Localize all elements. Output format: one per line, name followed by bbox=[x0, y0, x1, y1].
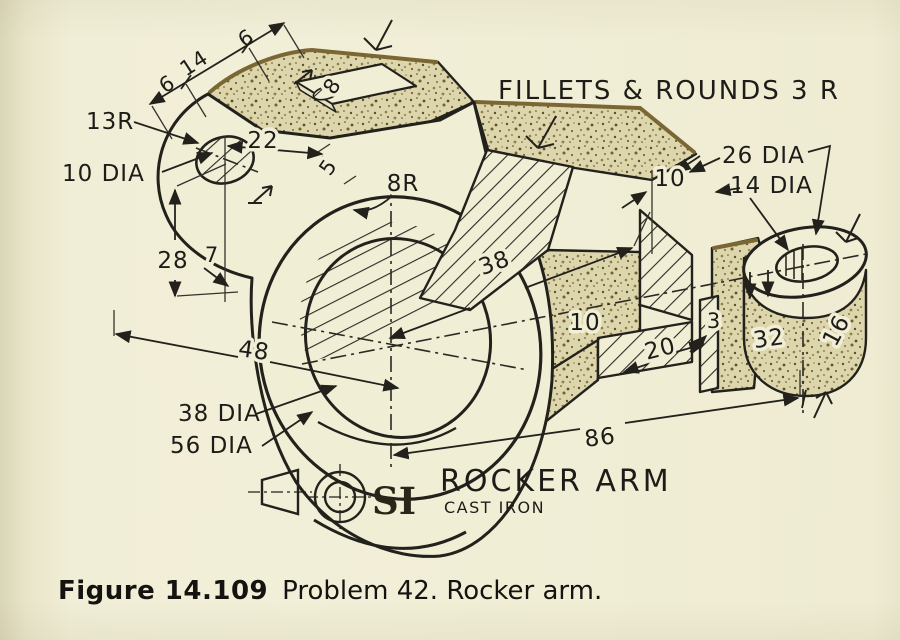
hub-bottom-rim-arc bbox=[313, 518, 467, 550]
surface-mark-slot bbox=[293, 69, 313, 85]
dim-14dia: 14 DIA bbox=[730, 173, 813, 199]
dim-8r: 8R bbox=[387, 171, 420, 197]
figure-caption: Figure 14.109 Problem 42. Rocker arm. bbox=[58, 576, 878, 606]
dim-chain-line bbox=[148, 22, 286, 105]
t-section-flange-face bbox=[596, 320, 694, 380]
leader-26dia-right bbox=[807, 144, 832, 236]
si-symbol: SI bbox=[372, 479, 416, 523]
fillet-mark-mid bbox=[525, 115, 557, 149]
dim-22 bbox=[226, 140, 324, 160]
dim-26dia: 26 DIA bbox=[722, 143, 805, 169]
bore-inner-surface-arc bbox=[317, 420, 457, 446]
boss-cylinder-side bbox=[742, 268, 868, 398]
surface-mark-left-face bbox=[248, 185, 273, 204]
leader-8r bbox=[352, 195, 393, 220]
figure-caption-label: Figure 14.109 bbox=[58, 576, 269, 606]
dim-chain-6a: 6 bbox=[155, 70, 180, 98]
fillet-mark-boss-top bbox=[835, 213, 861, 243]
leader-10dia bbox=[161, 152, 214, 173]
dim-10-web: 10 bbox=[569, 310, 600, 336]
dim-chain-6b: 6 bbox=[234, 24, 259, 52]
leader-7 bbox=[203, 267, 230, 287]
hub-horizontal-centerline bbox=[271, 321, 529, 371]
left-hole-centerline bbox=[195, 147, 259, 173]
slot-hole-break bbox=[312, 85, 340, 101]
note-fillets: FILLETS & ROUNDS 3 R bbox=[498, 76, 840, 106]
hub-outer-ellipse bbox=[257, 195, 543, 501]
dimension-lines bbox=[114, 22, 832, 460]
dim-13r: 13R bbox=[86, 109, 134, 135]
dim-38dia: 38 DIA bbox=[178, 401, 261, 427]
leader-14dia bbox=[749, 197, 789, 252]
dim-10dia: 10 DIA bbox=[62, 161, 145, 187]
connector-cut-sliver bbox=[698, 294, 720, 394]
dim-3: 3 bbox=[707, 309, 721, 333]
leader-56dia bbox=[261, 411, 314, 447]
part-material: CAST IRON bbox=[444, 498, 545, 517]
dim-48: 48 bbox=[237, 336, 272, 366]
leader-26dia-left bbox=[688, 157, 721, 173]
fillet-mark-top bbox=[363, 19, 393, 51]
dim-10-top: 10 bbox=[654, 166, 685, 192]
part-name: ROCKER ARM bbox=[440, 464, 672, 499]
projection-cone bbox=[260, 468, 300, 516]
hub bbox=[257, 195, 543, 550]
figure-caption-text: Problem 42. Rocker arm. bbox=[282, 576, 603, 606]
dim-28: 28 bbox=[157, 248, 188, 274]
dim-32: 32 bbox=[752, 324, 787, 354]
rocker-arm-technical-drawing: FILLETS & ROUNDS 3 R 6 14 6 8 13R 10 DIA… bbox=[62, 19, 868, 558]
dim-22: 22 bbox=[247, 128, 278, 154]
boss-hole-14dia bbox=[775, 245, 839, 283]
dim-7: 7 bbox=[205, 243, 219, 267]
dim-56dia: 56 DIA bbox=[170, 433, 253, 459]
leader-13r bbox=[133, 121, 200, 145]
projection-symbol bbox=[248, 464, 374, 531]
hub-bore-hatch bbox=[299, 221, 478, 362]
leader-38dia bbox=[255, 384, 338, 415]
dim-chain-14: 14 bbox=[176, 45, 213, 81]
dim-86: 86 bbox=[583, 423, 617, 453]
section-cut-faces bbox=[418, 148, 720, 394]
upper-arm-cut-face bbox=[418, 148, 575, 312]
fillet-marks bbox=[248, 19, 861, 419]
t-section-stem-face bbox=[638, 208, 694, 322]
fillet-mark-boss-bottom bbox=[813, 391, 833, 419]
arm-axis-centerline bbox=[301, 253, 867, 365]
